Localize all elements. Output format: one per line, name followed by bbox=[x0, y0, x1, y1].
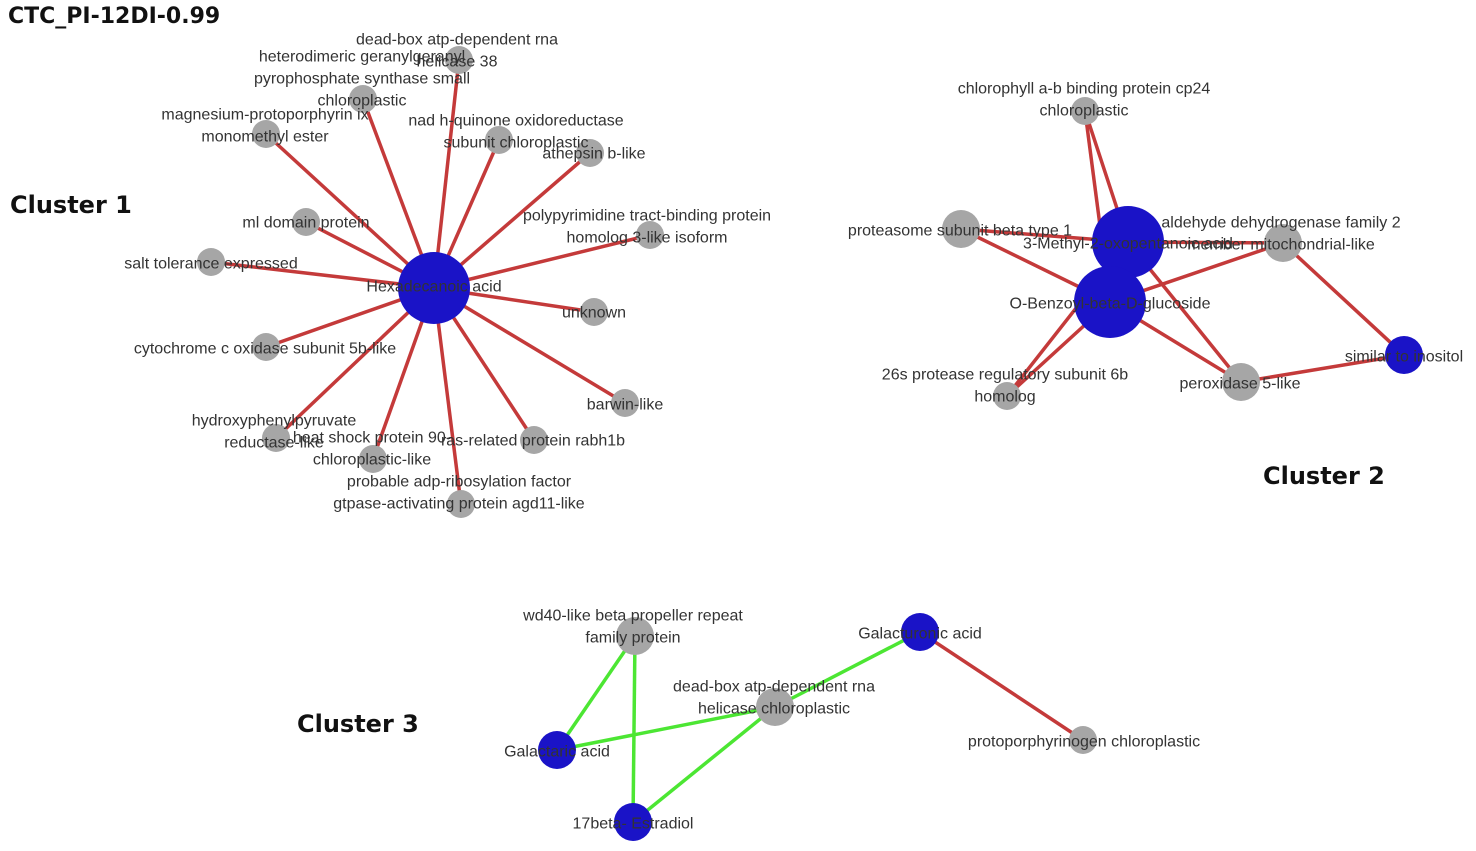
node-label-c1_nadh: subunit chloroplastic bbox=[444, 135, 589, 152]
page-title: CTC_PI-12DI-0.99 bbox=[8, 4, 221, 29]
node-label-c1_geranyl: chloroplastic bbox=[318, 93, 407, 110]
node-c2_aldehyde[interactable] bbox=[1264, 224, 1302, 262]
edge-c1_hexa-c1_barwin bbox=[433, 286, 626, 405]
node-label-c1_magnesium: magnesium-protoporphyrin ix bbox=[161, 107, 368, 124]
node-label-c1_salt: salt tolerance expressed bbox=[124, 256, 297, 273]
node-label-c1_nadh: nad h-quinone oxidoreductase bbox=[408, 113, 623, 130]
node-c3_protopor[interactable] bbox=[1069, 726, 1097, 754]
node-label-c2_peroxidase: peroxidase 5-like bbox=[1180, 376, 1301, 393]
node-c1_deadbox38[interactable] bbox=[445, 46, 473, 74]
node-c3_estradiol[interactable] bbox=[614, 803, 652, 841]
node-label-c3_wd40: family protein bbox=[585, 630, 680, 647]
cluster-2-label: Cluster 2 bbox=[1263, 462, 1385, 490]
node-label-c1_geranyl: heterodimeric geranylgeranyl bbox=[259, 49, 465, 66]
node-label-c1_heatshock: chloroplastic-like bbox=[313, 452, 431, 469]
node-label-c1_polypyr: polypyrimidine tract-binding protein bbox=[523, 208, 771, 225]
node-label-c3_deadbox: dead-box atp-dependent rna bbox=[673, 679, 875, 696]
node-label-c2_benzoyl: O-Benzoyl-beta-D-glucoside bbox=[1010, 296, 1211, 313]
node-label-c2_chlorophyll: chlorophyll a-b binding protein cp24 bbox=[958, 81, 1211, 98]
edge-c3_deadbox-c3_estradiol bbox=[631, 705, 777, 824]
node-c2_inositol[interactable] bbox=[1385, 336, 1423, 374]
node-label-c1_heatshock: heat shock protein 90- bbox=[293, 430, 451, 447]
node-label-c2_26s: 26s protease regulatory subunit 6b bbox=[882, 367, 1128, 384]
node-c2_benzoyl[interactable] bbox=[1074, 266, 1146, 338]
edge-c1_hexa-c1_deadbox38 bbox=[432, 59, 461, 289]
node-c1_polypyr[interactable] bbox=[636, 221, 664, 249]
edge-c1_hexa-c1_adp bbox=[432, 287, 463, 505]
node-c1_hydroxy[interactable] bbox=[262, 424, 290, 452]
node-label-c1_mldomain: ml domain protein bbox=[242, 215, 369, 232]
node-label-c1_deadbox38: helicase 38 bbox=[417, 54, 498, 71]
node-label-c1_hydroxy: reductase-like bbox=[224, 435, 324, 452]
node-label-c1_athepsin: athepsin b-like bbox=[542, 146, 645, 163]
node-label-c1_unknown: unknown bbox=[562, 305, 626, 322]
node-label-c1_deadbox38: dead-box atp-dependent rna bbox=[356, 32, 558, 49]
node-c1_ras[interactable] bbox=[520, 426, 548, 454]
node-label-c1_cytc: cytochrome c oxidase subunit 5b-like bbox=[134, 341, 396, 358]
node-c1_magnesium[interactable] bbox=[252, 120, 280, 148]
node-c3_galacturonic[interactable] bbox=[901, 613, 939, 651]
node-label-c1_ras: ras-related protein rabh1b bbox=[441, 433, 625, 450]
edge-c3_wd40-c3_galactaric bbox=[555, 635, 637, 751]
node-label-c2_proteasome: proteasome subunit beta type 1 bbox=[848, 223, 1072, 240]
edge-c1_hexa-c1_magnesium bbox=[264, 132, 436, 290]
node-label-c1_geranyl: pyrophosphate synthase small bbox=[254, 71, 470, 88]
node-c1_adp[interactable] bbox=[447, 490, 475, 518]
node-label-c1_hexa: Hexadecanoic acid bbox=[366, 279, 501, 296]
node-label-c1_hydroxy: hydroxyphenylpyruvate bbox=[192, 413, 357, 430]
nodes-layer bbox=[197, 46, 1423, 841]
node-label-c1_magnesium: monomethyl ester bbox=[201, 129, 329, 146]
node-label-c3_wd40: wd40-like beta propeller repeat bbox=[522, 608, 743, 625]
node-c2_26s[interactable] bbox=[993, 382, 1021, 410]
node-label-c1_polypyr: homolog 3-like isoform bbox=[567, 230, 728, 247]
edge-c1_hexa-c1_hydroxy bbox=[274, 286, 436, 440]
node-c2_peroxidase[interactable] bbox=[1222, 363, 1260, 401]
edge-c1_hexa-c1_polypyr bbox=[433, 233, 651, 290]
edge-c3_galacturonic-c3_protopor bbox=[919, 630, 1084, 742]
node-c1_heatshock[interactable] bbox=[359, 445, 387, 473]
edge-c2_peroxidase-c2_inositol bbox=[1240, 353, 1405, 384]
node-label-c2_chlorophyll: chloroplastic bbox=[1040, 103, 1129, 120]
node-c1_geranyl[interactable] bbox=[349, 85, 377, 113]
node-label-c2_methyl: 3-Methyl-2-oxopentanoic acid bbox=[1023, 236, 1233, 253]
node-c2_proteasome[interactable] bbox=[942, 210, 980, 248]
edge-c1_hexa-c1_salt bbox=[210, 260, 435, 290]
edge-c3_wd40-c3_estradiol bbox=[631, 635, 637, 823]
cluster-1-label: Cluster 1 bbox=[10, 191, 132, 219]
node-label-c2_aldehyde: aldehyde dehydrogenase family 2 bbox=[1161, 215, 1400, 232]
node-c3_wd40[interactable] bbox=[616, 617, 654, 655]
node-label-c2_inositol: similar to inositol bbox=[1345, 349, 1463, 366]
node-label-c1_barwin: barwin-like bbox=[587, 397, 664, 414]
node-c1_mldomain[interactable] bbox=[292, 208, 320, 236]
node-c2_methyl[interactable] bbox=[1092, 206, 1164, 278]
edge-c3_deadbox-c3_galactaric bbox=[556, 705, 776, 752]
node-label-c3_galacturonic: Galacturonic acid bbox=[858, 626, 982, 643]
node-label-c3_deadbox: helicase chloroplastic bbox=[698, 701, 850, 718]
node-label-c3_protopor: protoporphyrinogen chloroplastic bbox=[968, 734, 1200, 751]
cluster-3-label: Cluster 3 bbox=[297, 710, 419, 738]
node-c1_hexa[interactable] bbox=[398, 252, 470, 324]
node-label-c2_aldehyde: member mitochondrial-like bbox=[1187, 237, 1375, 254]
node-c1_athepsin[interactable] bbox=[576, 139, 604, 167]
node-label-c1_adp: gtpase-activating protein agd11-like bbox=[333, 496, 585, 513]
node-c3_deadbox[interactable] bbox=[756, 688, 794, 726]
node-label-c1_adp: probable adp-ribosylation factor bbox=[347, 474, 572, 491]
node-c1_cytc[interactable] bbox=[252, 333, 280, 361]
node-c1_barwin[interactable] bbox=[611, 389, 639, 417]
node-c1_nadh[interactable] bbox=[485, 126, 513, 154]
edge-c2_aldehyde-c2_inositol bbox=[1281, 241, 1406, 357]
node-label-c3_estradiol: 17beta- Estradiol bbox=[573, 816, 694, 833]
node-c3_galactaric[interactable] bbox=[538, 731, 576, 769]
node-label-c2_26s: homolog bbox=[974, 389, 1035, 406]
node-c2_chlorophyll[interactable] bbox=[1071, 97, 1099, 125]
node-label-c3_galactaric: Galactaric acid bbox=[504, 744, 610, 761]
node-c1_unknown[interactable] bbox=[580, 298, 608, 326]
node-c1_salt[interactable] bbox=[197, 248, 225, 276]
edge-c3_deadbox-c3_galacturonic bbox=[774, 630, 921, 709]
labels-layer: Hexadecanoic acid dead-box atp-dependent … bbox=[124, 32, 1463, 833]
